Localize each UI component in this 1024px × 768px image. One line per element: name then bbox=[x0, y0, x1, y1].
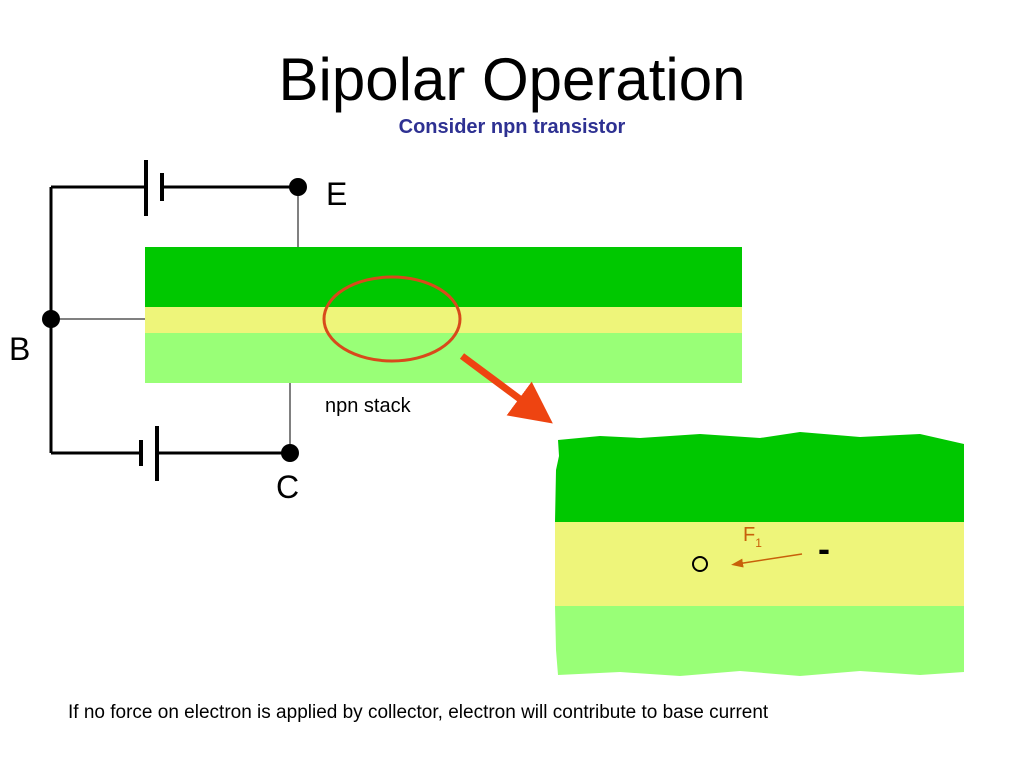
zoomed-collector-layer bbox=[555, 606, 964, 676]
emitter-layer bbox=[145, 247, 742, 307]
zoomed-emitter-layer bbox=[555, 432, 964, 522]
force-label: F1 bbox=[743, 524, 762, 550]
electron-marker bbox=[692, 556, 708, 572]
collector-label: C bbox=[276, 469, 299, 505]
slide-subtitle: Consider npn transistor bbox=[398, 116, 626, 138]
collector-layer bbox=[145, 333, 742, 383]
force-arrow bbox=[731, 553, 803, 568]
force-label-main: F bbox=[743, 524, 755, 546]
base-layer bbox=[145, 307, 742, 333]
zoom-arrow bbox=[459, 353, 553, 424]
base-label: B bbox=[9, 331, 30, 367]
base-highlight-ellipse bbox=[322, 275, 462, 363]
emitter-terminal-dot bbox=[289, 178, 307, 196]
slide-title: Bipolar Operation bbox=[278, 46, 746, 113]
zoomed-base-layer bbox=[555, 522, 964, 606]
negative-charge-sign: - bbox=[818, 528, 830, 569]
emitter-base-circuit bbox=[49, 160, 307, 319]
npn-stack-label: npn stack bbox=[325, 395, 412, 417]
emitter-label: E bbox=[326, 176, 347, 212]
zoomed-stack-view: F1 - bbox=[555, 432, 964, 676]
slide-caption: If no force on electron is applied by co… bbox=[68, 702, 769, 723]
force-label-subscript: 1 bbox=[755, 536, 762, 550]
collector-terminal-dot bbox=[281, 444, 299, 462]
collector-base-circuit bbox=[49, 319, 299, 481]
